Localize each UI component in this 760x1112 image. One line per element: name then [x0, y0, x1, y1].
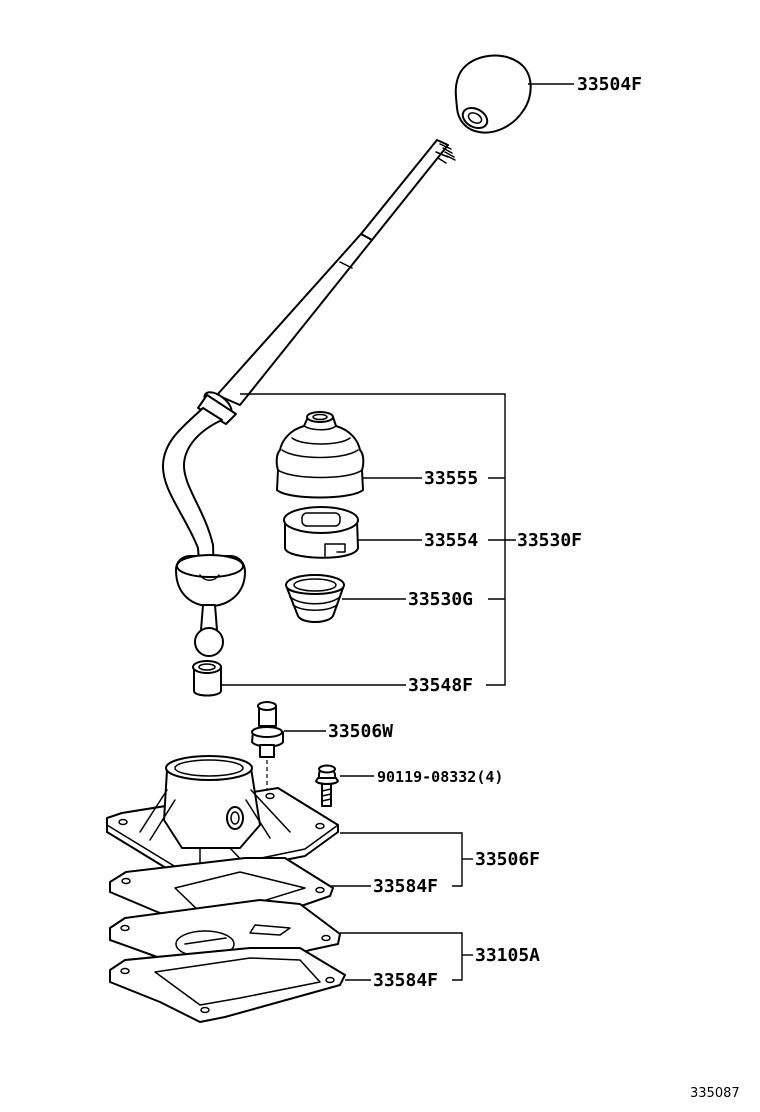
bushing [192, 660, 222, 697]
label-retainer: 33506F [475, 849, 540, 870]
label-assembly: 33530F [517, 530, 582, 551]
label-boot: 33555 [424, 468, 478, 489]
spring-seat [285, 574, 345, 623]
bolt [315, 764, 339, 807]
label-knob: 33504F [577, 74, 642, 95]
label-plate: 33105A [475, 945, 540, 966]
leader-lines [221, 83, 574, 981]
label-bolt: 90119-08332(4) [377, 768, 503, 786]
label-gasket-upper: 33584F [373, 876, 438, 897]
label-seat: 33554 [424, 530, 478, 551]
shift-knob [454, 54, 532, 134]
label-gasket-lower: 33584F [373, 970, 438, 991]
pivot-pin [251, 701, 284, 790]
label-spring: 33530G [408, 589, 473, 610]
label-bushing: 33548F [408, 675, 473, 696]
dust-boot [275, 411, 365, 499]
shift-lever-retainer [106, 755, 339, 880]
shift-lever-seat [283, 506, 359, 559]
lower-gasket [109, 947, 346, 1023]
label-pin: 33506W [328, 721, 393, 742]
shift-lever [161, 139, 456, 657]
diagram-reference-number: 335087 [690, 1086, 740, 1101]
